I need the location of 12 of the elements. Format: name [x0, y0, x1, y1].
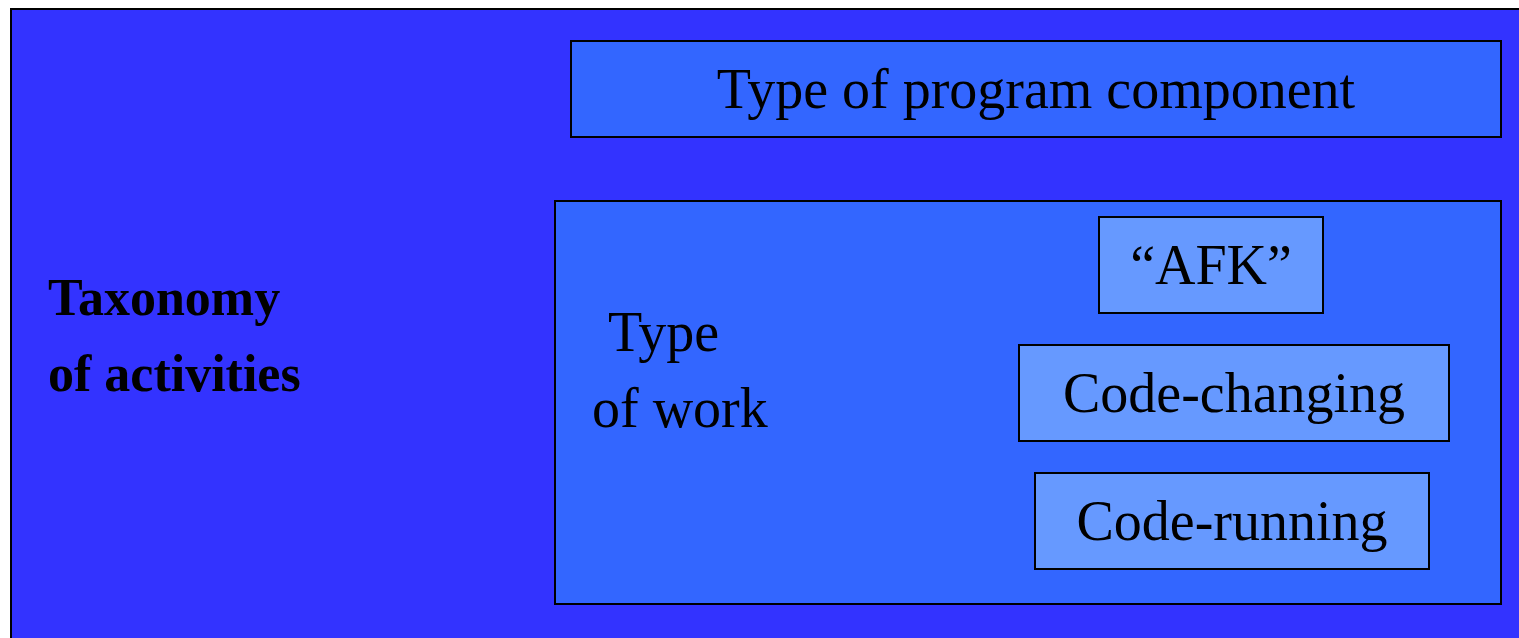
box-label: Taxonomy of activities	[48, 268, 302, 404]
box-label: “AFK”	[1130, 233, 1292, 297]
category-box	[1034, 472, 1430, 570]
category-panel	[554, 200, 1502, 605]
box-label: Code-changing	[1062, 361, 1406, 425]
outer-frame	[10, 8, 1519, 638]
box-label: Code-running	[1076, 489, 1388, 553]
category-box	[570, 40, 1502, 138]
category-box	[1018, 344, 1450, 442]
category-box	[1098, 216, 1324, 314]
box-label: Type of work	[592, 300, 769, 441]
box-label: Type of program component	[716, 57, 1356, 122]
